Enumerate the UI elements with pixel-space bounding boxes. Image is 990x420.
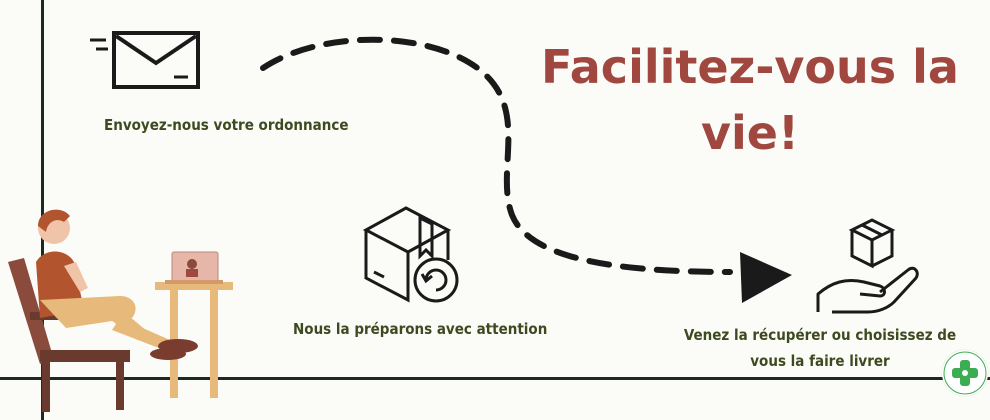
step-1-label: Envoyez-nous votre ordonnance — [104, 116, 349, 134]
woman-laptop-illustration — [8, 209, 233, 412]
hand-package-icon — [816, 218, 919, 314]
step-2-label: Nous la préparons avec attention — [293, 320, 548, 338]
page-title: Facilitez-vous la vie! — [541, 40, 959, 160]
package-refresh-icon — [362, 206, 459, 303]
pharmacy-logo — [942, 350, 988, 396]
envelope-icon — [90, 31, 200, 89]
bottom-horizontal-line — [0, 377, 990, 380]
left-vertical-line — [41, 0, 44, 420]
pharmacy-cross-icon — [943, 351, 987, 395]
step-3-label: Venez la récupérer ou choisissez de vous… — [683, 326, 957, 370]
